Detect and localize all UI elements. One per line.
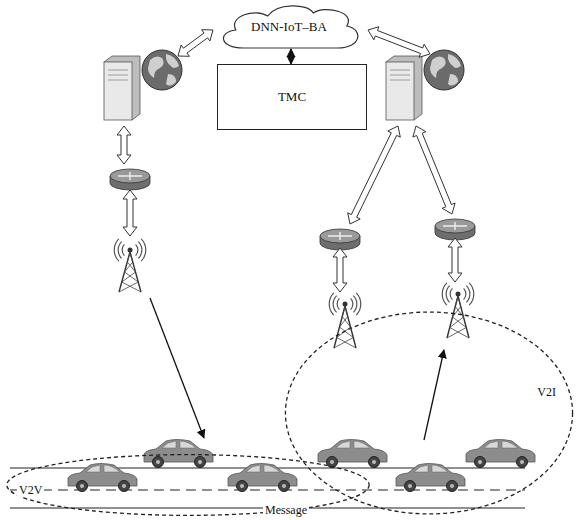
car-hub — [408, 484, 412, 488]
signal-arrow — [150, 298, 204, 438]
car-hub — [282, 484, 286, 488]
car-wheel — [119, 481, 130, 492]
car-wheel — [447, 481, 458, 492]
region-ellipse: V2I — [284, 310, 574, 516]
car-hub — [372, 460, 376, 464]
car-wheel — [153, 457, 164, 468]
text-holder: V2V — [17, 480, 44, 498]
car-wheel — [369, 457, 380, 468]
connector-arrow — [290, 49, 291, 64]
car-hub — [240, 484, 244, 488]
router-icon — [110, 169, 150, 190]
tower-icon — [114, 239, 146, 292]
region-ellipse: V2V — [5, 454, 371, 516]
car-wheel — [475, 457, 486, 468]
link-arrow — [413, 126, 455, 214]
car-window — [414, 465, 448, 472]
region-label: V2I — [535, 385, 558, 399]
globe-icon — [142, 50, 182, 90]
car-window — [86, 465, 120, 472]
car-icon — [318, 440, 387, 468]
caption-label: Message — [263, 503, 309, 518]
server-icon — [104, 56, 140, 120]
signal-arrow — [424, 350, 444, 440]
car-wheel — [279, 481, 290, 492]
car-window — [246, 465, 280, 472]
car-hub — [450, 484, 454, 488]
cloud-node: DNN-IoT–BA — [213, 2, 365, 52]
link-arrow — [123, 190, 137, 236]
link-arrow — [333, 248, 347, 292]
node-label: DNN-IoT–BA — [251, 19, 327, 35]
link-arrow — [178, 30, 213, 57]
link-arrow — [368, 27, 430, 58]
car-icon — [396, 464, 465, 492]
car-icon — [466, 440, 535, 468]
server-icon — [386, 56, 422, 120]
region-label: V2V — [17, 483, 44, 497]
car-hub — [330, 460, 334, 464]
car-hub — [156, 460, 160, 464]
car-hub — [198, 460, 202, 464]
shape-outline — [284, 310, 574, 516]
shape-outline — [5, 454, 371, 516]
car-wheel — [405, 481, 416, 492]
car-window — [484, 441, 518, 448]
car-window — [162, 441, 196, 448]
car-hub — [478, 460, 482, 464]
car-icon — [144, 440, 213, 468]
router-icon — [435, 219, 475, 240]
car-wheel — [517, 457, 528, 468]
link-arrow — [348, 126, 401, 224]
router-icon — [320, 229, 360, 250]
car-window — [336, 441, 370, 448]
node-label: TMC — [278, 89, 306, 105]
car-wheel — [77, 481, 88, 492]
car-wheel — [327, 457, 338, 468]
tower-icon — [329, 293, 361, 348]
process-box: TMC — [217, 64, 367, 130]
car-hub — [520, 460, 524, 464]
car-wheel — [195, 457, 206, 468]
globe-icon — [424, 50, 464, 90]
link-arrow — [117, 126, 131, 164]
text-holder: DNN-IoT–BA — [213, 2, 365, 52]
tower-icon — [442, 283, 474, 338]
text-holder: TMC — [218, 65, 366, 129]
car-wheel — [237, 481, 248, 492]
car-icon — [228, 464, 297, 492]
car-hub — [122, 484, 126, 488]
car-icon — [68, 464, 137, 492]
link-arrow — [448, 238, 462, 282]
car-hub — [80, 484, 84, 488]
text-holder: V2I — [535, 382, 558, 400]
